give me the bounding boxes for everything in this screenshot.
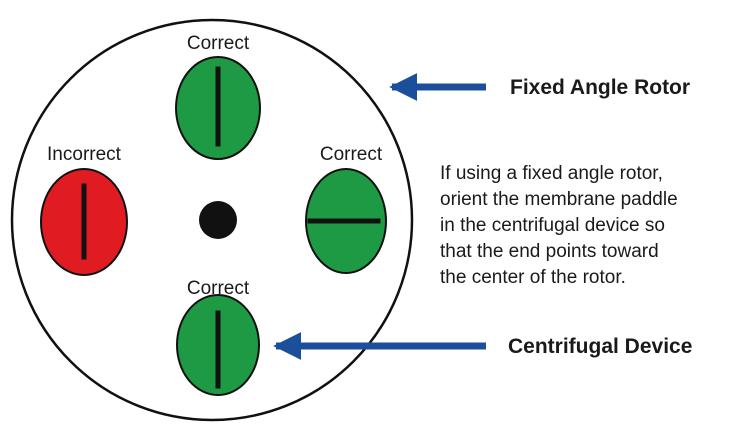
instructions-line: If using a fixed angle rotor, [440,163,663,184]
device-bottom [176,294,260,396]
instructions-paragraph: If using a fixed angle rotor, orient the… [440,163,678,288]
label-fixed-angle-rotor: Fixed Angle Rotor [510,76,690,99]
label-right-status: Correct [320,144,383,165]
rotor-center-dot [199,201,237,239]
instructions-line: orient the membrane paddle [440,189,678,210]
device-top [175,56,261,160]
instructions-line: the center of the rotor. [440,267,626,288]
device-left [40,168,128,276]
label-top-status: Correct [187,33,250,54]
instructions-line: that the end points toward [440,241,659,262]
label-bottom-status: Correct [187,278,250,299]
device-right [305,168,387,274]
instructions-line: in the centrifugal device so [440,215,665,236]
label-centrifugal-device: Centrifugal Device [508,335,692,358]
label-left-status: Incorrect [47,144,122,165]
